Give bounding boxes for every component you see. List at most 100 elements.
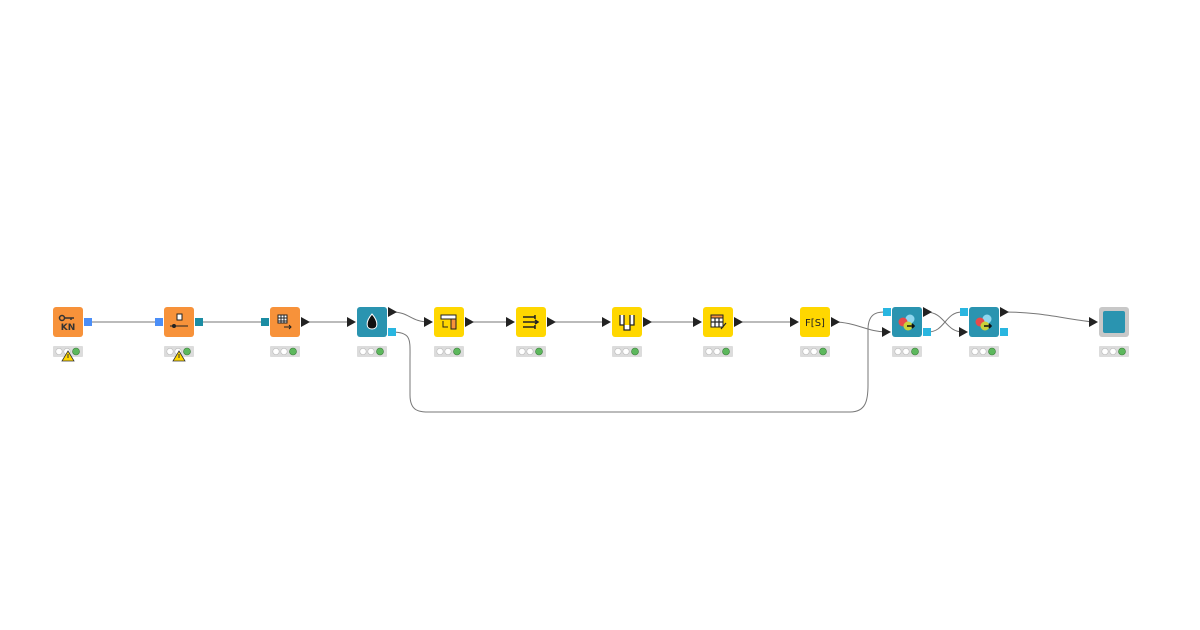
status-indicator: [703, 346, 733, 357]
output-port[interactable]: [465, 317, 474, 327]
node-component[interactable]: [1089, 307, 1129, 357]
status-light-red: [705, 347, 713, 355]
node-credentials[interactable]: KN: [53, 307, 92, 362]
node-color-apply-1[interactable]: [882, 307, 932, 357]
input-port[interactable]: [347, 317, 356, 327]
fs-icon: F[S]: [805, 318, 825, 329]
status-light-yellow: [902, 347, 910, 355]
status-indicator: [516, 346, 546, 357]
input-port[interactable]: [506, 317, 515, 327]
table-arrow-icon: [277, 314, 292, 330]
node-file-reader[interactable]: [155, 307, 203, 362]
node-table-editor[interactable]: [693, 307, 743, 357]
connection-line: [833, 321, 887, 333]
status-light-green: [722, 347, 730, 356]
status-light-yellow: [622, 347, 630, 355]
fs-label: F[S]: [805, 318, 825, 329]
connections: [91, 311, 1094, 413]
output-port[interactable]: [1000, 307, 1009, 317]
warning-icon[interactable]: [61, 350, 75, 362]
output-port[interactable]: [734, 317, 743, 327]
input-port[interactable]: [261, 318, 269, 326]
status-light-yellow: [367, 347, 375, 355]
nodes: KN F[S]: [53, 307, 1129, 362]
output-port[interactable]: [84, 318, 92, 326]
color-circles-icon: [975, 314, 993, 331]
status-indicator: [1099, 346, 1129, 357]
node-string-manipulation[interactable]: F[S]: [790, 307, 840, 357]
color-circles-icon: [898, 314, 916, 331]
status-light-green: [631, 347, 639, 356]
input-port[interactable]: [960, 308, 968, 316]
input-port[interactable]: [882, 327, 891, 337]
output-port[interactable]: [301, 317, 310, 327]
status-indicator: [892, 346, 922, 357]
status-light-red: [971, 347, 979, 355]
status-light-yellow: [526, 347, 534, 355]
node-split[interactable]: [602, 307, 652, 357]
output-port[interactable]: [195, 318, 203, 326]
node-body[interactable]: [800, 307, 830, 337]
kn-label: KN: [61, 323, 76, 333]
split-icon: [619, 315, 635, 331]
node-column-filter[interactable]: [424, 307, 474, 357]
connection-line: [927, 311, 963, 333]
status-light-red: [894, 347, 902, 355]
output-port[interactable]: [643, 317, 652, 327]
connection-line: [391, 311, 885, 413]
table-edit-icon: [710, 314, 727, 330]
input-port[interactable]: [1089, 317, 1098, 327]
node-body[interactable]: [164, 307, 194, 337]
status-light-yellow: [1109, 347, 1117, 355]
output-port[interactable]: [923, 328, 931, 336]
status-light-red: [802, 347, 810, 355]
input-port[interactable]: [693, 317, 702, 327]
file-connector-icon: [170, 313, 188, 328]
status-light-yellow: [713, 347, 721, 355]
node-body[interactable]: [612, 307, 642, 337]
input-port[interactable]: [424, 317, 433, 327]
status-light-green: [535, 347, 543, 356]
status-light-green: [183, 347, 191, 356]
input-port[interactable]: [602, 317, 611, 327]
status-indicator: [357, 346, 387, 357]
status-light-red: [55, 347, 63, 355]
status-light-green: [289, 347, 297, 356]
status-indicator: [434, 346, 464, 357]
status-indicator: [800, 346, 830, 357]
status-indicator: [270, 346, 300, 357]
output-port[interactable]: [923, 307, 932, 317]
input-port[interactable]: [155, 318, 163, 326]
drop-icon: [366, 313, 378, 330]
node-body[interactable]: [53, 307, 83, 337]
status-light-yellow: [280, 347, 288, 355]
status-light-green: [988, 347, 996, 356]
status-light-red: [1101, 347, 1109, 355]
status-light-green: [911, 347, 919, 356]
output-port[interactable]: [547, 317, 556, 327]
status-indicator: [612, 346, 642, 357]
status-light-green: [819, 347, 827, 356]
output-port[interactable]: [388, 307, 397, 317]
column-filter-icon: [440, 314, 457, 330]
status-light-red: [166, 347, 174, 355]
warning-icon[interactable]: [172, 350, 186, 362]
status-light-yellow: [444, 347, 452, 355]
status-light-red: [436, 347, 444, 355]
status-light-green: [72, 347, 80, 356]
status-light-yellow: [979, 347, 987, 355]
status-light-yellow: [810, 347, 818, 355]
node-table-reader[interactable]: [261, 307, 310, 357]
output-port[interactable]: [1000, 328, 1008, 336]
output-port[interactable]: [388, 328, 396, 336]
input-port[interactable]: [883, 308, 891, 316]
input-port[interactable]: [790, 317, 799, 327]
node-drop-node[interactable]: [347, 307, 397, 357]
output-port[interactable]: [831, 317, 840, 327]
input-port[interactable]: [959, 327, 968, 337]
status-light-green: [376, 347, 384, 356]
node-row-filter[interactable]: [506, 307, 556, 357]
node-body[interactable]: [434, 307, 464, 337]
node-color-apply-2[interactable]: [959, 307, 1009, 357]
